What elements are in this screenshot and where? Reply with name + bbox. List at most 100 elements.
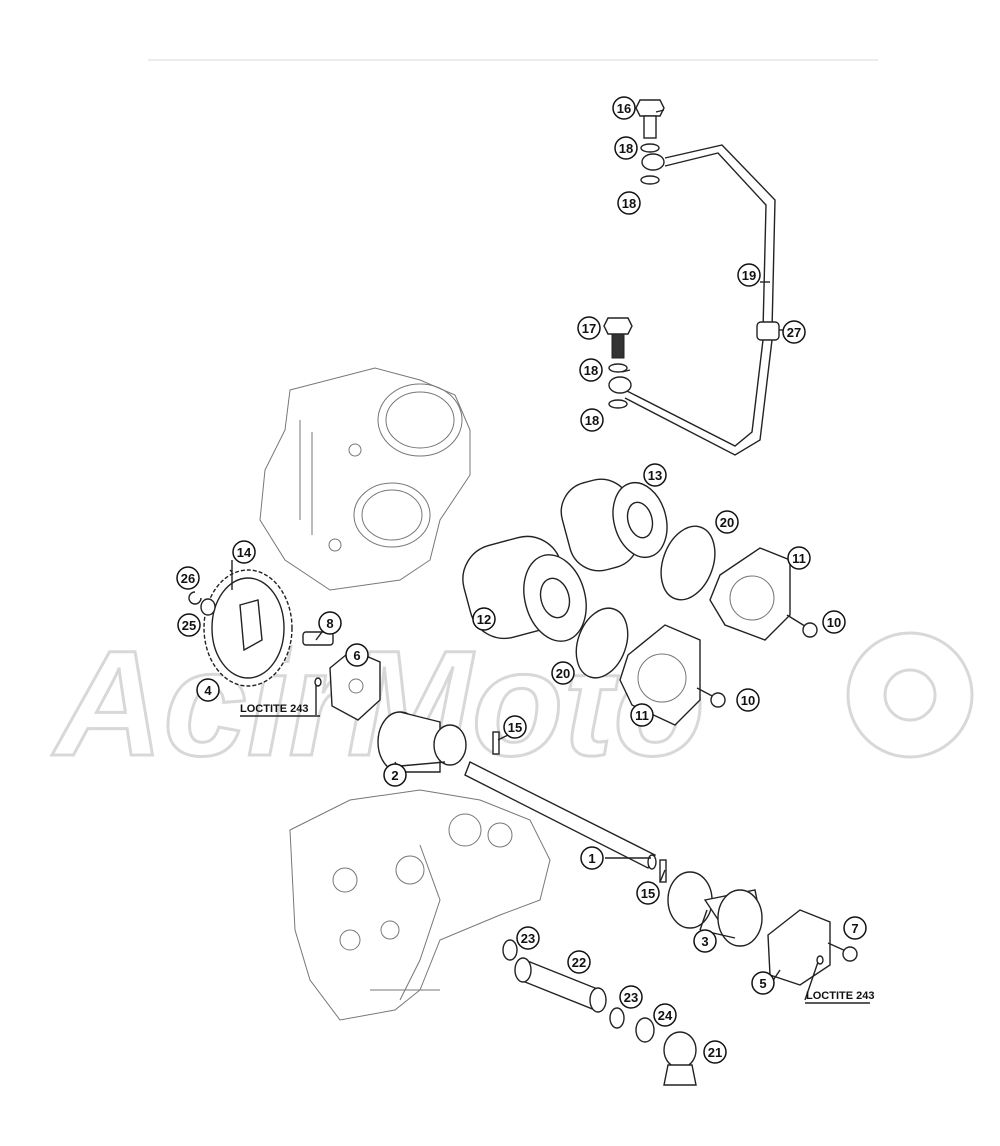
svg-text:25: 25 [182,618,196,633]
svg-text:27: 27 [787,325,801,340]
upper-engine-case [259,367,471,591]
cover-screw-upper [786,614,818,638]
callout-21: 21 [703,1040,727,1064]
callout-14: 14 [232,540,256,564]
filter-cover-upper [709,547,791,641]
svg-text:15: 15 [641,886,655,901]
callout-10-lower: 10 [736,688,760,712]
callout-10-upper: 10 [822,610,846,634]
callout-23-left: 23 [516,926,540,950]
callout-20-lower: 20 [551,661,575,685]
callout-11-lower: 11 [630,703,654,727]
svg-text:21: 21 [708,1045,722,1060]
callout-19: 19 [737,263,761,287]
pump-shaft [464,761,657,870]
filter-cover-lower [619,624,701,726]
callout-18-d: 18 [580,408,604,432]
callout-2: 2 [383,763,407,787]
pin-upper [492,731,500,755]
svg-text:18: 18 [619,141,633,156]
pump-rotor-left [377,711,467,773]
pump-cover-screw [816,942,858,965]
callout-25: 25 [177,613,201,637]
svg-text:18: 18 [585,413,599,428]
drain-plug [663,1031,697,1086]
callout-13: 13 [643,463,667,487]
banjo-bolt-lower [603,317,633,409]
callout-16: 16 [612,96,636,120]
callout-22: 22 [567,950,591,974]
oil-strainer [514,957,607,1013]
callout-6: 6 [345,643,369,667]
loctite-label-right: LOCTITE 243 [806,990,874,1002]
svg-text:6: 6 [353,648,360,663]
svg-text:18: 18 [622,196,636,211]
callout-8: 8 [318,611,342,635]
o-ring-lower [575,607,629,679]
loctite-label-left: LOCTITE 243 [240,703,308,715]
callout-12: 12 [472,607,496,631]
svg-text:7: 7 [851,921,858,936]
watermark: AcirMoto [50,618,974,789]
lower-engine-case [289,789,551,1021]
svg-text:19: 19 [742,268,756,283]
o-ring-plug [635,1017,655,1043]
svg-text:17: 17 [582,321,596,336]
callout-18-a: 18 [614,136,638,160]
callout-26: 26 [176,566,200,590]
svg-text:15: 15 [508,720,522,735]
sprocket-screw [302,631,334,687]
svg-text:20: 20 [720,515,734,530]
leader-lines [229,109,870,1004]
svg-text:12: 12 [477,612,491,627]
svg-text:22: 22 [572,955,586,970]
svg-text:13: 13 [648,468,662,483]
callout-17: 17 [577,316,601,340]
svg-text:16: 16 [617,101,631,116]
callout-3: 3 [693,929,717,953]
svg-text:24: 24 [658,1008,673,1023]
callout-20-upper: 20 [715,510,739,534]
callout-18-b: 18 [617,191,641,215]
o-ring-strainer-right [609,1007,625,1029]
svg-text:11: 11 [635,708,649,723]
svg-text:23: 23 [624,990,638,1005]
callout-11-upper: 11 [787,546,811,570]
callout-4: 4 [196,678,220,702]
svg-text:11: 11 [792,551,806,566]
svg-text:14: 14 [237,545,252,560]
svg-text:5: 5 [759,976,766,991]
svg-text:8: 8 [326,616,333,631]
oil-filter-upper [560,478,668,572]
svg-text:20: 20 [556,666,570,681]
callout-5: 5 [751,971,775,995]
callout-1: 1 [580,846,604,870]
svg-text:10: 10 [827,615,841,630]
banjo-bolt-upper [635,99,665,185]
svg-text:23: 23 [521,931,535,946]
svg-text:18: 18 [584,363,598,378]
callout-27: 27 [782,320,806,344]
svg-text:3: 3 [701,934,708,949]
oil-line [624,144,780,456]
callout-23-right: 23 [619,985,643,1009]
svg-text:4: 4 [204,683,212,698]
svg-text:10: 10 [741,693,755,708]
callout-24: 24 [653,1003,677,1027]
pump-rotor-right [667,871,763,947]
pump-sprocket [188,560,293,687]
svg-text:1: 1 [588,851,595,866]
callouts: 1 2 3 4 5 6 7 8 10 10 11 11 12 13 14 15 … [176,96,867,1064]
callout-15-lower: 15 [636,881,660,905]
cover-screw-lower [696,687,726,708]
svg-text:2: 2 [391,768,398,783]
callout-18-c: 18 [579,358,603,382]
o-ring-strainer-left [502,939,518,961]
pin-lower [659,859,667,883]
callout-7: 7 [843,916,867,940]
line-clamp [756,321,780,341]
o-ring-upper [660,525,716,601]
svg-text:26: 26 [181,571,195,586]
callout-15-upper: 15 [503,715,527,739]
